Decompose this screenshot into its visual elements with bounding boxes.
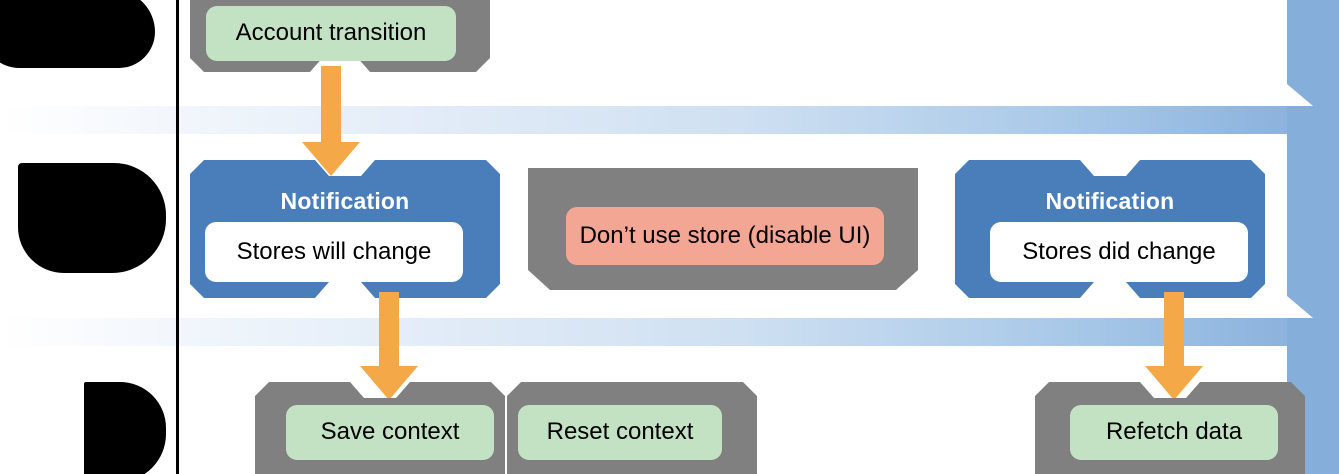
notification-will-change-title: Notification <box>280 188 410 214</box>
edge-will-change-to-save-context-shaft <box>379 292 399 374</box>
node-refetch-data[interactable]: Refetch data <box>1070 405 1278 460</box>
node-stores-will-change[interactable]: Stores will change <box>205 222 463 282</box>
lane-divider <box>176 0 179 474</box>
edge-did-change-to-refetch <box>1145 292 1203 402</box>
node-reset-context-label: Reset context <box>546 418 694 446</box>
node-dont-use-store-label: Don’t use store (disable UI) <box>579 221 871 249</box>
lane-band-1 <box>0 106 1339 134</box>
node-save-context[interactable]: Save context <box>286 405 494 460</box>
edge-did-change-to-refetch-shaft <box>1164 292 1184 374</box>
lane-rail-notch-2 <box>1287 296 1313 340</box>
notification-did-change-title: Notification <box>1045 188 1175 214</box>
redacted-label-row-2 <box>18 163 166 273</box>
node-stores-will-change-label: Stores will change <box>236 237 432 265</box>
node-account-transition-label: Account transition <box>235 19 427 47</box>
node-stores-did-change[interactable]: Stores did change <box>990 222 1248 282</box>
node-stores-did-change-label: Stores did change <box>1022 237 1216 265</box>
node-save-context-label: Save context <box>320 418 460 446</box>
node-refetch-data-label: Refetch data <box>1105 418 1243 446</box>
redacted-label-row-1 <box>0 0 155 68</box>
node-reset-context[interactable]: Reset context <box>518 405 722 460</box>
lane-rail-notch-1 <box>1287 84 1313 128</box>
edge-transition-to-will-change <box>302 66 360 176</box>
lane-band-2 <box>0 318 1339 346</box>
redacted-label-row-3 <box>84 382 166 474</box>
node-account-transition[interactable]: Account transition <box>206 6 456 61</box>
edge-transition-to-will-change-shaft <box>321 66 341 148</box>
node-dont-use-store[interactable]: Don’t use store (disable UI) <box>566 207 884 265</box>
